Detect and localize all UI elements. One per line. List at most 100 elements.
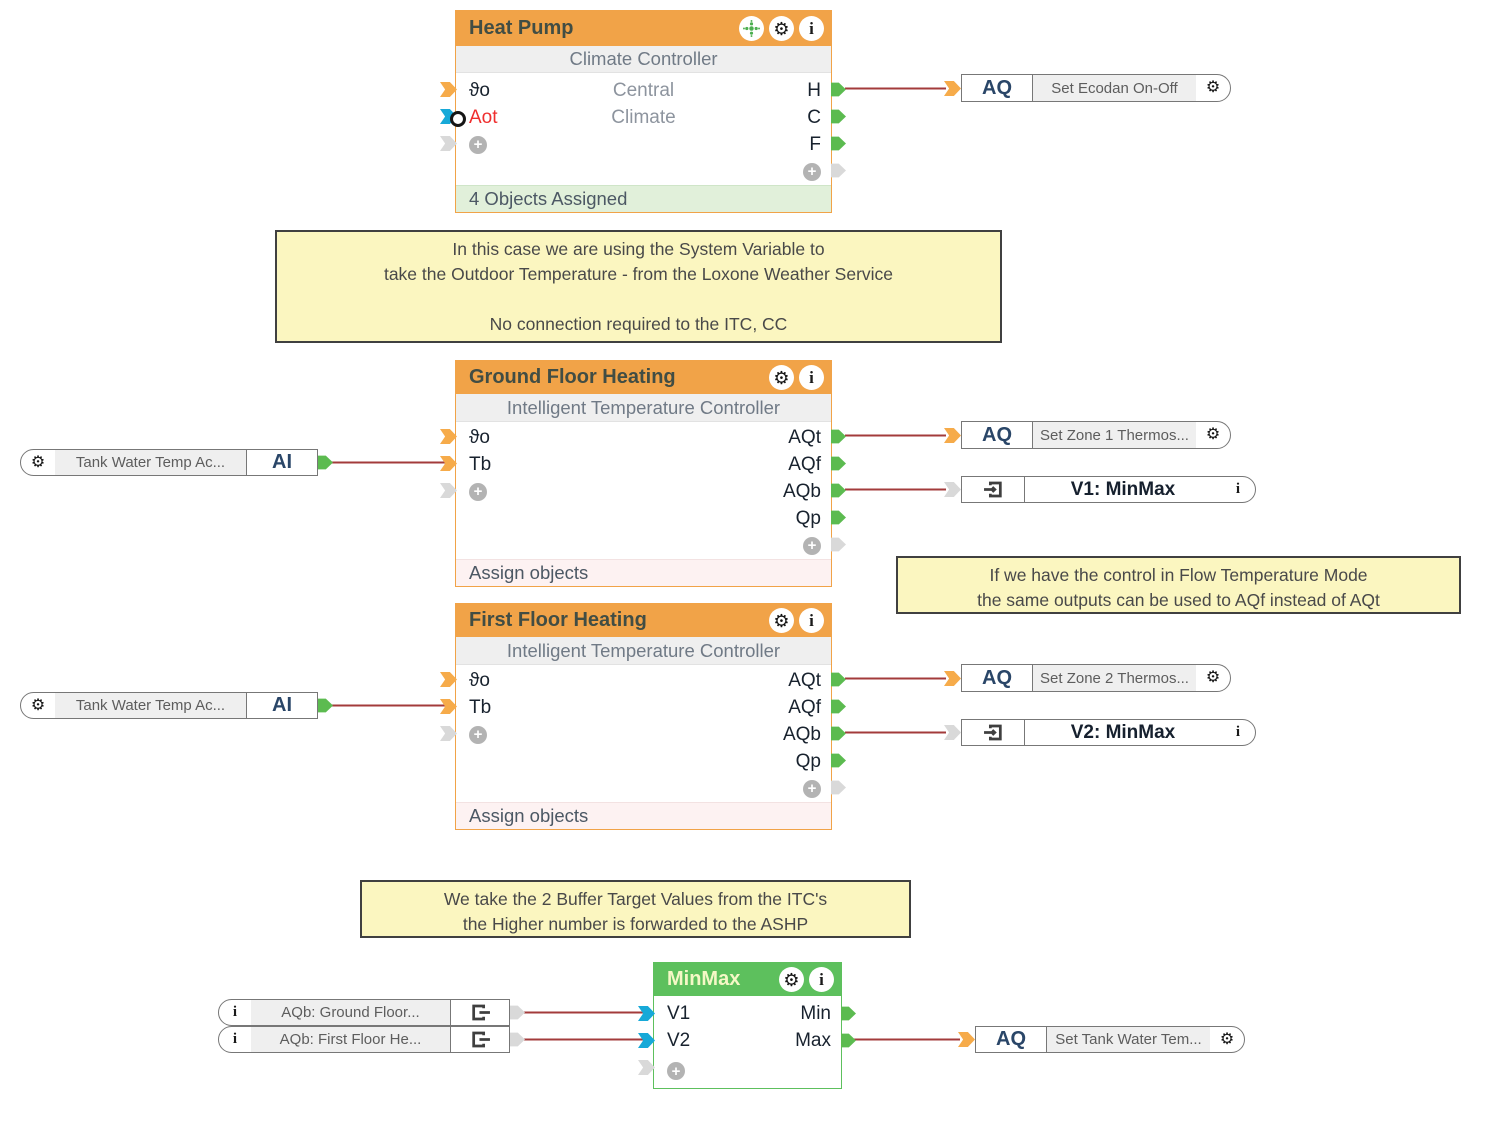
output-label[interactable]: H	[807, 79, 821, 101]
output-connector-aqt[interactable]	[831, 429, 846, 444]
input-label[interactable]: Tb	[469, 453, 492, 475]
ref1-output-connector[interactable]	[510, 1005, 525, 1020]
block-ground-floor-heating[interactable]: Ground Floor Heating ⚙ i Intelligent Tem…	[440, 360, 846, 587]
output-label[interactable]: C	[807, 106, 821, 128]
output-connector-aqt[interactable]	[831, 672, 846, 687]
info-icon[interactable]: i	[232, 1004, 238, 1020]
add-input-button[interactable]: +	[667, 1062, 685, 1080]
gear-icon[interactable]: ⚙	[769, 16, 794, 41]
info-icon[interactable]: i	[799, 608, 824, 633]
ref-pill-aqb-ground-floor[interactable]: i AQb: Ground Floor...	[218, 999, 510, 1026]
input-connector-v2[interactable]	[638, 1033, 655, 1048]
output-connector-spare[interactable]	[831, 780, 846, 795]
output-connector-spare[interactable]	[831, 163, 846, 178]
add-input-button[interactable]: +	[469, 135, 487, 154]
add-output-button[interactable]: +	[803, 779, 821, 798]
output-connector-aqf[interactable]	[831, 456, 846, 471]
output-connector-h[interactable]	[831, 82, 846, 97]
output-label[interactable]: Qp	[795, 750, 821, 772]
output-connector-qp[interactable]	[831, 510, 846, 525]
output-pill-set-zone1[interactable]: AQ Set Zone 1 Thermos... ⚙	[961, 421, 1231, 449]
output-connector-aqb[interactable]	[831, 726, 846, 741]
aq-ecodan-input-connector[interactable]	[944, 81, 961, 96]
gear-icon[interactable]: ⚙	[779, 967, 804, 992]
block-minmax[interactable]: MinMax ⚙ i V1 Min V2 Max +	[638, 962, 856, 1089]
ai2-output-connector[interactable]	[318, 698, 333, 713]
input-connector-thetao[interactable]	[440, 672, 457, 687]
output-label[interactable]: AQt	[788, 426, 821, 448]
block-header[interactable]: Ground Floor Heating ⚙ i	[456, 361, 831, 394]
ref-pill-aqb-first-floor[interactable]: i AQb: First Floor He...	[218, 1026, 510, 1053]
block-header[interactable]: First Floor Heating ⚙ i	[456, 604, 831, 637]
output-label[interactable]: AQf	[788, 453, 821, 475]
block-heat-pump[interactable]: Heat Pump ⚙ i Climate Controller ϑo Cent…	[440, 10, 846, 213]
gear-icon[interactable]: ⚙	[1205, 79, 1221, 96]
output-label[interactable]: AQb	[782, 480, 821, 502]
input-connector-thetao[interactable]	[440, 429, 457, 444]
input-label[interactable]: ϑo	[469, 426, 490, 448]
output-pill-set-zone2[interactable]: AQ Set Zone 2 Thermos... ⚙	[961, 664, 1231, 692]
input-connector-spare[interactable]	[638, 1060, 655, 1075]
add-input-button[interactable]: +	[469, 482, 487, 501]
input-connector-tb[interactable]	[440, 456, 457, 471]
gear-icon[interactable]: ⚙	[1205, 426, 1221, 443]
ai1-output-connector[interactable]	[318, 455, 333, 470]
gear-icon[interactable]: ⚙	[1219, 1030, 1235, 1048]
output-connector-f[interactable]	[831, 136, 846, 151]
output-connector-c[interactable]	[831, 109, 846, 124]
block-header[interactable]: MinMax ⚙ i	[654, 963, 841, 996]
info-icon[interactable]: i	[809, 967, 834, 992]
note-buffer-target-values[interactable]: We take the 2 Buffer Target Values from …	[360, 880, 911, 938]
output-connector-min[interactable]	[841, 1006, 856, 1021]
gear-icon[interactable]: ⚙	[30, 453, 46, 471]
info-icon[interactable]: i	[1235, 481, 1241, 497]
aq-zone2-input-connector[interactable]	[944, 671, 961, 686]
input-connector-spare[interactable]	[440, 726, 457, 741]
input-pill-tank-water-temp-2[interactable]: ⚙ Tank Water Temp Ac... AI	[20, 692, 318, 719]
output-label[interactable]: Min	[800, 1002, 831, 1024]
input-connector-thetao[interactable]	[440, 82, 457, 97]
input-label[interactable]: Aot	[469, 106, 498, 128]
output-label[interactable]: AQb	[782, 723, 821, 745]
gear-icon[interactable]: ⚙	[30, 696, 46, 714]
input-label[interactable]: V2	[667, 1029, 691, 1051]
output-label[interactable]: F	[809, 133, 821, 155]
input-pill-tank-water-temp-1[interactable]: ⚙ Tank Water Temp Ac... AI	[20, 449, 318, 476]
input-connector-spare[interactable]	[440, 483, 457, 498]
info-icon[interactable]: i	[799, 365, 824, 390]
block-first-floor-heating[interactable]: First Floor Heating ⚙ i Intelligent Temp…	[440, 603, 846, 830]
ref2-output-connector[interactable]	[510, 1032, 525, 1047]
input-label[interactable]: Tb	[469, 696, 492, 718]
objects-assigned-footer[interactable]: 4 Objects Assigned	[456, 185, 831, 212]
input-label[interactable]: ϑo	[469, 79, 490, 101]
assign-objects-footer[interactable]: Assign objects	[456, 559, 831, 586]
output-connector-aqb[interactable]	[831, 483, 846, 498]
v2-ref-input-connector[interactable]	[944, 725, 961, 740]
output-connector-aqf[interactable]	[831, 699, 846, 714]
note-system-variable[interactable]: In this case we are using the System Var…	[275, 230, 1002, 343]
aq-tank-input-connector[interactable]	[958, 1032, 975, 1047]
input-label[interactable]: ϑo	[469, 669, 490, 691]
aq-zone1-input-connector[interactable]	[944, 428, 961, 443]
add-output-button[interactable]: +	[803, 536, 821, 555]
output-label[interactable]: AQt	[788, 669, 821, 691]
output-connector-max[interactable]	[841, 1033, 856, 1048]
input-connector-spare[interactable]	[440, 136, 457, 151]
output-pill-set-ecodan[interactable]: AQ Set Ecodan On-Off ⚙	[961, 74, 1231, 102]
gear-icon[interactable]: ⚙	[1205, 669, 1221, 686]
input-connector-tb[interactable]	[440, 699, 457, 714]
v1-ref-input-connector[interactable]	[944, 482, 961, 497]
ref-pill-v1-minmax[interactable]: V1: MinMax i	[961, 476, 1256, 503]
output-label[interactable]: Qp	[795, 507, 821, 529]
add-input-button[interactable]: +	[469, 725, 487, 744]
output-connector-spare[interactable]	[831, 537, 846, 552]
move-objects-icon[interactable]	[739, 16, 764, 41]
gear-icon[interactable]: ⚙	[769, 608, 794, 633]
info-icon[interactable]: i	[1235, 724, 1241, 740]
output-label[interactable]: AQf	[788, 696, 821, 718]
gear-icon[interactable]: ⚙	[769, 365, 794, 390]
info-icon[interactable]: i	[799, 16, 824, 41]
add-output-button[interactable]: +	[803, 162, 821, 181]
block-header[interactable]: Heat Pump ⚙ i	[456, 11, 831, 46]
